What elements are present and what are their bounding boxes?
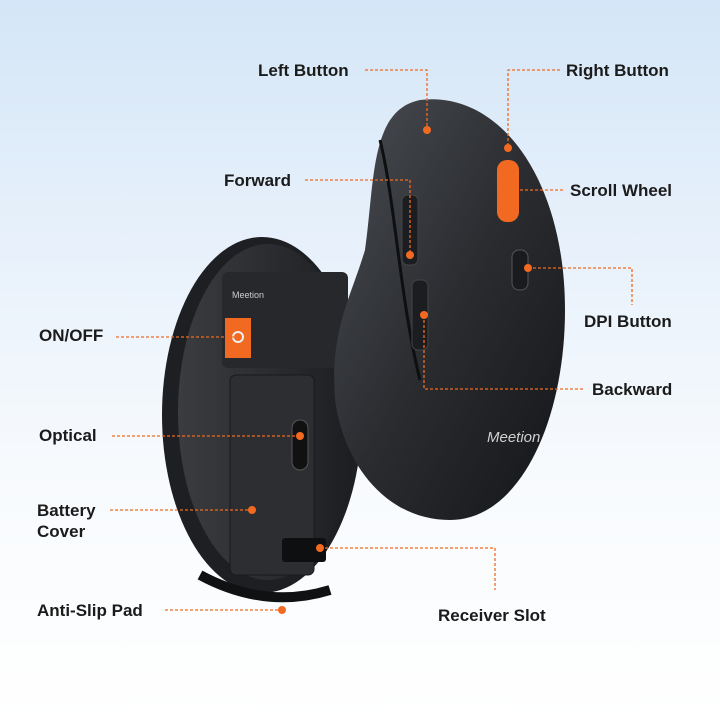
receiver-slot (282, 538, 326, 562)
mouse-bottom-view: Meetion (162, 237, 362, 603)
label-right-button: Right Button (566, 61, 669, 80)
optical-sensor (291, 419, 309, 471)
label-dpi-button: DPI Button (584, 312, 672, 331)
label-on-off: ON/OFF (39, 326, 104, 345)
sticker-brand: Meetion (232, 290, 264, 300)
leader-lines (110, 69, 633, 611)
label-scroll-wheel: Scroll Wheel (570, 181, 673, 200)
label-left-button: Left Button (258, 61, 349, 80)
label-battery-cover-line2: Cover (37, 522, 86, 541)
label-receiver-slot: Receiver Slot (438, 606, 546, 625)
label-anti-slip-pad: Anti-Slip Pad (37, 601, 143, 620)
callout-dots (234, 126, 532, 614)
label-forward: Forward (224, 171, 292, 190)
label-optical: Optical (39, 426, 97, 445)
brand-logo: Meetion (487, 429, 540, 446)
anti-slip-pad (197, 570, 332, 603)
label-backward: Backward (592, 380, 673, 399)
mouse-top-view: Meetion (334, 99, 565, 521)
label-battery-cover-line1: Battery (37, 501, 96, 520)
product-label-sticker (222, 272, 348, 368)
